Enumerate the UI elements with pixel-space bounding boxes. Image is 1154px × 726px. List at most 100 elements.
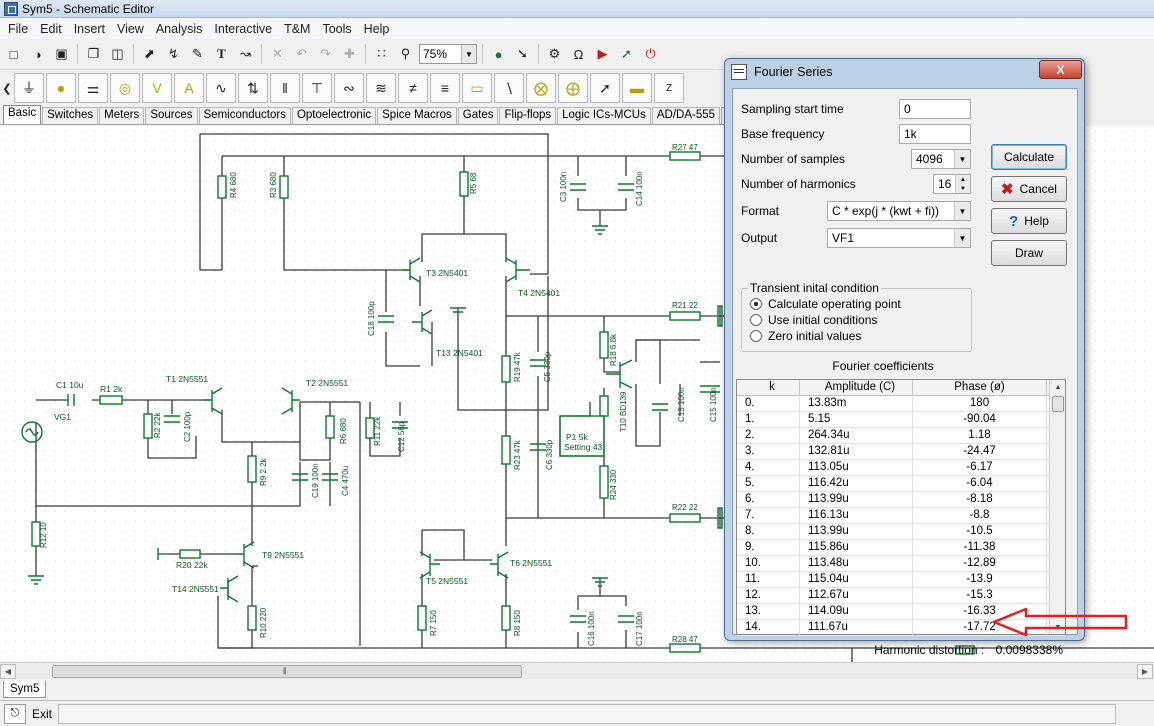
resistor-r3[interactable] [279, 175, 289, 199]
tab-ad-da-555[interactable]: AD/DA-555 [651, 107, 721, 124]
resistor-r9[interactable] [247, 455, 257, 483]
capacitor-c5[interactable] [530, 359, 546, 367]
column-header-amplitude[interactable]: Amplitude (C) [800, 380, 913, 395]
pen-icon[interactable]: ✎ [192, 46, 203, 61]
transistor-t6[interactable] [490, 551, 509, 579]
transistor-t3[interactable] [402, 257, 421, 283]
scrollbar-thumb[interactable] [1052, 396, 1064, 412]
table-scrollbar[interactable]: ▲ ▼ [1049, 380, 1065, 634]
undo-icon[interactable]: ↶ [296, 46, 307, 61]
draw-button[interactable]: Draw [991, 240, 1067, 266]
tab-basic[interactable]: Basic [3, 105, 42, 124]
resistor-r6[interactable] [325, 415, 335, 439]
table-row[interactable]: 12.112.67u-15.3 [737, 588, 1065, 604]
sheet-tab-sym5[interactable]: Sym5 [3, 681, 47, 698]
transistor-t14[interactable] [220, 575, 239, 603]
potentiometer-p1[interactable] [559, 415, 605, 457]
number-of-samples-select[interactable]: 4096 ▼ [911, 149, 971, 169]
battery-icon[interactable]: ⚌ [78, 73, 108, 103]
chevron-left-icon[interactable]: ❮ [2, 82, 12, 95]
delete-icon[interactable]: ✕ [272, 46, 283, 61]
radio-calculate-operating-point[interactable]: Calculate operating point [750, 297, 901, 311]
menu-view[interactable]: View [116, 21, 144, 36]
transformer-icon[interactable]: ≠ [398, 73, 428, 103]
crystal-icon[interactable]: ▬ [622, 73, 652, 103]
tab-spice-macros[interactable]: Spice Macros [377, 107, 457, 124]
menu-file[interactable]: File [8, 21, 29, 36]
menu-analysis[interactable]: Analysis [155, 21, 203, 36]
transistor-t13[interactable] [412, 309, 433, 335]
switch-icon[interactable]: ∖ [494, 73, 524, 103]
capacitor-c12[interactable] [392, 421, 408, 429]
capacitor-c19[interactable] [292, 473, 308, 481]
scroll-left-icon[interactable]: ◀ [0, 664, 16, 679]
transistor-t9[interactable] [238, 541, 255, 569]
menu-insert[interactable]: Insert [73, 21, 105, 36]
transistor-t4[interactable] [505, 257, 530, 283]
exit-button[interactable]: Exit [32, 706, 53, 721]
resistor-r12[interactable] [31, 521, 41, 547]
scroll-up-icon[interactable]: ▲ [1054, 383, 1062, 391]
resistor-output[interactable] [955, 645, 975, 655]
text-rotate-icon[interactable]: ↝ [240, 46, 251, 61]
table-row[interactable]: 14.111.67u-17.72 [737, 620, 1065, 636]
menu-interactive[interactable]: Interactive [214, 21, 273, 36]
resistor-r24[interactable] [599, 465, 609, 499]
plug-icon[interactable]: ⏻ [645, 46, 656, 61]
text-tool-icon[interactable]: T [217, 46, 226, 61]
table-row[interactable]: 1.5.15-90.04 [737, 412, 1065, 428]
resistor-icon[interactable]: ∿ [206, 73, 236, 103]
dialog-close-button[interactable]: X [1039, 60, 1082, 79]
grid-icon[interactable]: ∷ [377, 46, 386, 61]
table-row[interactable]: 5.116.42u-6.04 [737, 476, 1065, 492]
probe-icon[interactable]: ➘ [517, 46, 528, 61]
inductor-icon[interactable]: ∾ [334, 73, 364, 103]
zoom-select[interactable]: 75% ▼ [419, 44, 477, 64]
spinner-icon[interactable]: ▲▼ [955, 175, 970, 193]
table-row[interactable]: 6.113.99u-8.18 [737, 492, 1065, 508]
lamp-icon[interactable]: ● [46, 73, 76, 103]
potentiometer-icon[interactable]: ⇅ [238, 73, 268, 103]
transformer2-icon[interactable]: ≡ [430, 73, 460, 103]
capacitor-icon[interactable]: ‖ [270, 73, 300, 103]
resistor-r19[interactable] [501, 355, 511, 383]
scroll-right-icon[interactable]: ▶ [1137, 664, 1153, 679]
transistor-t2[interactable] [281, 387, 300, 415]
variable-resistor-icon[interactable]: ➚ [590, 73, 620, 103]
redo-icon[interactable]: ↷ [320, 46, 331, 61]
tab-sources[interactable]: Sources [145, 107, 198, 124]
transistor-t5[interactable] [419, 551, 440, 579]
tab-semiconductors[interactable]: Semiconductors [198, 107, 291, 124]
table-row[interactable]: 11.115.04u-13.9 [737, 572, 1065, 588]
capacitor-c4[interactable] [322, 473, 338, 481]
capacitor-c6[interactable] [530, 443, 546, 451]
save-icon[interactable]: ▣ [55, 46, 68, 61]
signal-source-vg1[interactable] [21, 421, 43, 443]
column-header-k[interactable]: k [737, 380, 800, 395]
calculate-button[interactable]: Calculate [991, 144, 1067, 170]
lamp-bulb-icon[interactable]: ⨂ [526, 73, 556, 103]
ground-icon[interactable]: ⏚ [14, 73, 44, 103]
resistor-r18[interactable] [599, 331, 609, 359]
globe-icon[interactable]: ◑ [33, 46, 42, 62]
tab-gates[interactable]: Gates [457, 107, 499, 124]
capacitor-c2[interactable] [164, 415, 180, 423]
exit-icon[interactable]: ⎋ [4, 703, 26, 724]
tab-logic-ics[interactable]: Logic ICs-MCUs [557, 107, 651, 124]
table-row[interactable]: 10.113.48u-12.89 [737, 556, 1065, 572]
capacitor-c18[interactable] [378, 315, 394, 323]
new-file-icon[interactable]: □ [9, 46, 18, 62]
menu-edit[interactable]: Edit [40, 21, 62, 36]
table-row[interactable]: 7.116.13u-8.8 [737, 508, 1065, 524]
horizontal-scrollbar[interactable]: ◀ ||| ▶ [0, 662, 1154, 679]
menu-tools[interactable]: Tools [322, 21, 352, 36]
resistor-r7[interactable] [417, 605, 427, 631]
cross-icon[interactable]: ✚ [344, 46, 355, 61]
capacitor-c13[interactable] [652, 403, 668, 411]
number-of-harmonics-spinner[interactable]: 16 ▲▼ [933, 174, 971, 194]
impedance-icon[interactable]: Z [654, 73, 684, 103]
resistor-r8[interactable] [501, 605, 511, 631]
resistor-r5[interactable] [459, 171, 469, 197]
fuse-icon[interactable]: ▭ [462, 73, 492, 103]
